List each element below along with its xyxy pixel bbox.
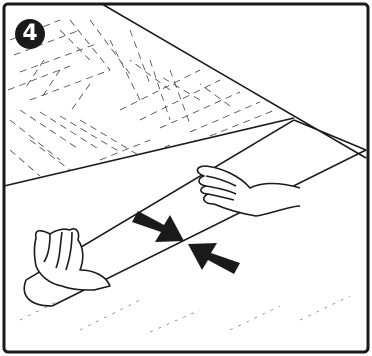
frame-border	[4, 4, 368, 352]
step-number-badge: 4	[15, 19, 45, 49]
